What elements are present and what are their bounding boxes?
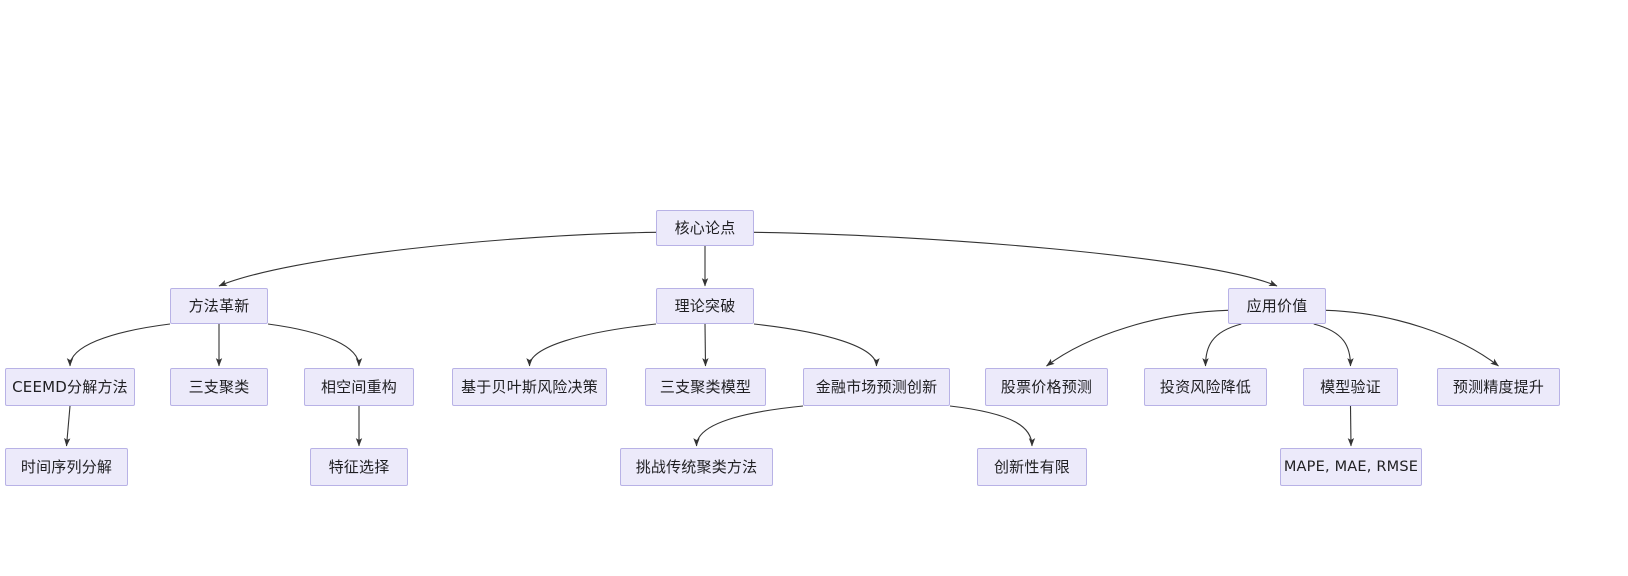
node-label: 模型验证 [1320, 377, 1381, 396]
node-l2e[interactable]: 三支聚类模型 [645, 368, 766, 406]
node-label: 特征选择 [328, 457, 390, 476]
node-l2a[interactable]: CEEMD分解方法 [5, 368, 135, 406]
edge-l2i-to-l3e [1347, 405, 1355, 447]
edge-l1c-to-l2j [1325, 309, 1499, 367]
node-l2f[interactable]: 金融市场预测创新 [803, 368, 950, 406]
node-l1b[interactable]: 理论突破 [656, 288, 754, 324]
node-l1a[interactable]: 方法革新 [170, 288, 268, 324]
node-l2g[interactable]: 股票价格预测 [985, 368, 1108, 406]
node-label: 股票价格预测 [1000, 377, 1093, 396]
node-l3a[interactable]: 时间序列分解 [5, 448, 128, 486]
edge-l2f-to-l3c [693, 405, 804, 447]
node-label: 时间序列分解 [20, 457, 113, 476]
node-label: 理论突破 [674, 296, 736, 315]
node-label: 方法革新 [188, 296, 250, 315]
node-l2d[interactable]: 基于贝叶斯风险决策 [452, 368, 607, 406]
node-label: 挑战传统聚类方法 [635, 457, 758, 476]
node-label: 三支聚类 [188, 377, 250, 396]
edge-l1c-to-l2g [1046, 309, 1229, 367]
edges-group [64, 231, 1499, 447]
edge-root-to-l1c [753, 231, 1278, 287]
edge-l1c-to-l2i [1313, 323, 1354, 367]
node-label: 核心论点 [674, 218, 736, 237]
edge-l1a-to-l2c [267, 323, 363, 367]
edge-root-to-l1a [218, 231, 657, 287]
edge-l1b-to-l2f [753, 323, 880, 367]
node-l2i[interactable]: 模型验证 [1303, 368, 1398, 406]
edge-l1b-to-l2d [526, 323, 657, 367]
edge-l1a-to-l2a [66, 323, 171, 367]
node-label: 三支聚类模型 [659, 377, 752, 396]
node-label: 相空间重构 [320, 377, 397, 396]
node-l1c[interactable]: 应用价值 [1228, 288, 1326, 324]
node-l3b[interactable]: 特征选择 [310, 448, 408, 486]
node-l3c[interactable]: 挑战传统聚类方法 [620, 448, 773, 486]
node-label: CEEMD分解方法 [12, 377, 128, 396]
node-l2j[interactable]: 预测精度提升 [1437, 368, 1560, 406]
node-label: 金融市场预测创新 [815, 377, 938, 396]
node-label: 创新性有限 [993, 457, 1070, 476]
node-label: 基于贝叶斯风险决策 [461, 377, 598, 396]
edge-l1c-to-l2h [1202, 323, 1242, 367]
node-l2h[interactable]: 投资风险降低 [1144, 368, 1267, 406]
node-l3d[interactable]: 创新性有限 [977, 448, 1087, 486]
node-label: 预测精度提升 [1452, 377, 1545, 396]
node-label: 应用价值 [1246, 296, 1308, 315]
edge-l2a-to-l3a [64, 405, 71, 447]
node-root[interactable]: 核心论点 [656, 210, 754, 246]
node-l3e[interactable]: MAPE, MAE, RMSE [1280, 448, 1422, 486]
edge-l2f-to-l3d [949, 405, 1036, 447]
edge-l1b-to-l2e [702, 323, 709, 367]
node-label: MAPE, MAE, RMSE [1283, 458, 1419, 475]
node-l2c[interactable]: 相空间重构 [304, 368, 414, 406]
node-label: 投资风险降低 [1159, 377, 1252, 396]
node-l2b[interactable]: 三支聚类 [170, 368, 268, 406]
